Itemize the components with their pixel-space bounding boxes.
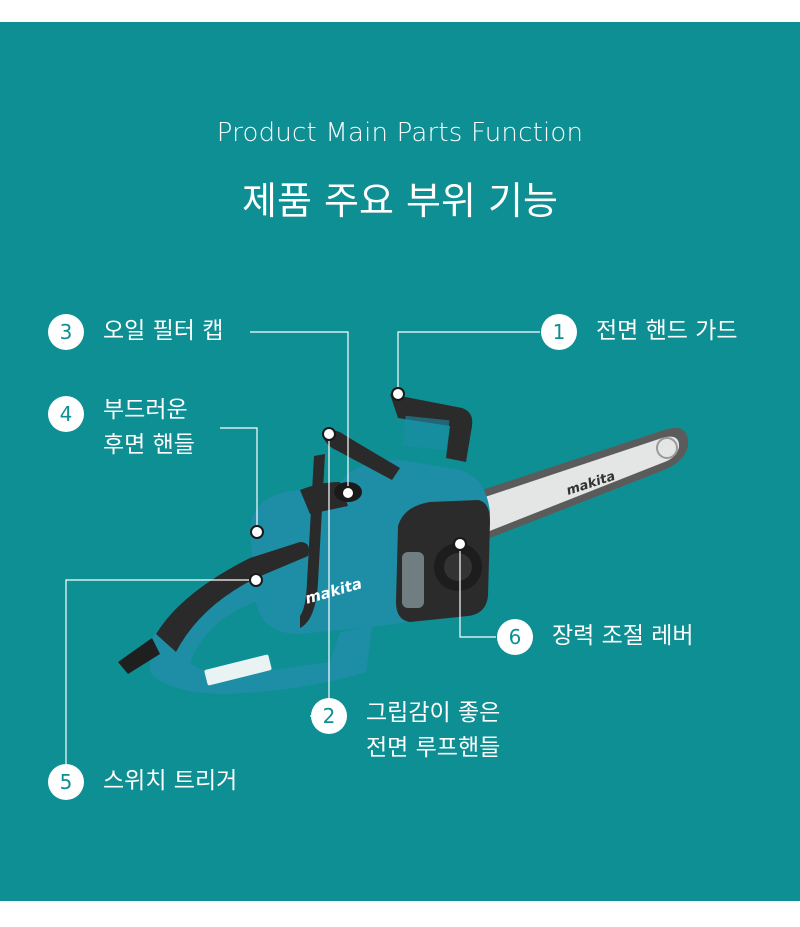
part-5-label: 스위치 트리거 [103, 768, 238, 794]
chainsaw-illustration: makita m [65, 331, 689, 766]
part-2-label-line1: 그립감이 좋은 [366, 700, 501, 726]
part-4-label-line2: 후면 핸들 [103, 432, 195, 458]
part-6-label: 장력 조절 레버 [552, 623, 694, 649]
part-1-badge: 1 [541, 314, 577, 350]
front-hand-guard [390, 394, 473, 462]
part-3-label: 오일 필터 캡 [103, 318, 224, 344]
part-4-label-line1: 부드러운 [103, 397, 188, 423]
guide-bar: makita [470, 428, 689, 542]
part-4-badge: 4 [48, 396, 84, 432]
leader-dots [249, 387, 467, 587]
part-6-badge: 6 [497, 619, 533, 655]
page-subtitle: Product Main Parts Function [216, 118, 584, 148]
parts-panel: Product Main Parts Function 제품 주요 부위 기능 … [0, 22, 800, 901]
part-1-label: 전면 핸드 가드 [596, 318, 738, 344]
saw-body: makita [118, 430, 490, 694]
part-2-badge: 2 [311, 698, 347, 734]
part-5-badge: 5 [48, 764, 84, 800]
page-title: 제품 주요 부위 기능 [242, 179, 558, 223]
part-3-badge: 3 [48, 314, 84, 350]
part-2-label-line2: 전면 루프핸들 [366, 735, 501, 761]
